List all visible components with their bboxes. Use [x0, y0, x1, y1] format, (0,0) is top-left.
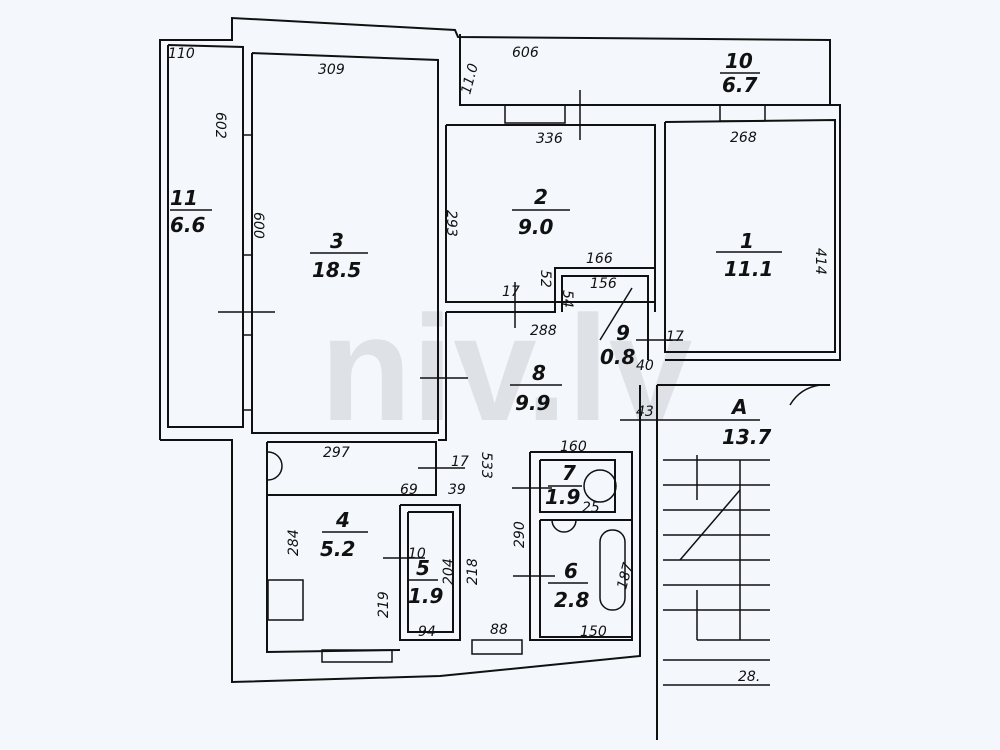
room-a-number: A [730, 395, 747, 419]
dimension-label: 606 [512, 45, 539, 61]
room-4-area: 5.2 [320, 537, 355, 561]
room-10-number: 10 [725, 49, 753, 73]
dimension-label: 204 [441, 558, 457, 585]
dimension-label: 54 [559, 290, 575, 308]
dimension-label: 336 [536, 131, 563, 147]
dimension-label: 25 [582, 500, 600, 516]
dimension-lines [218, 90, 700, 577]
room-1-number: 1 [740, 229, 754, 253]
dimension-label: 11.0 [458, 62, 482, 96]
dimension-label: 150 [580, 624, 607, 640]
dimension-labels: 110 309 606 11.0 336 268 602 600 293 414… [168, 45, 828, 685]
room-4-number: 4 [335, 508, 350, 532]
dimension-label: 290 [512, 521, 528, 548]
dimension-label: 309 [318, 62, 345, 78]
room-8-area: 9.9 [515, 391, 551, 415]
room-2-number: 2 [534, 185, 548, 209]
room-1-area: 11.1 [724, 257, 773, 281]
room-9-number: 9 [616, 321, 630, 345]
dimension-label: 69 [400, 482, 418, 498]
room-11-area: 6.6 [170, 213, 206, 237]
dimension-label: 218 [465, 558, 481, 585]
room-6-area: 2.8 [554, 588, 590, 612]
room-3-number: 3 [330, 229, 344, 253]
dimension-label: 414 [812, 248, 828, 275]
room-labels: 11 6.6 3 18.5 2 9.0 1 11.1 10 6.7 8 9.9 … [170, 49, 782, 612]
bathtub-icon [599, 529, 626, 611]
dimension-label: 533 [478, 452, 494, 479]
room-6-number: 6 [564, 559, 578, 583]
dimension-label: 293 [443, 210, 459, 237]
toilet-icon [583, 469, 617, 503]
stove-icon [267, 451, 283, 481]
dimension-label: 88 [490, 622, 508, 638]
dimension-label: 602 [212, 112, 228, 139]
dimension-label: 39 [448, 482, 466, 498]
dimension-label: 94 [418, 624, 436, 640]
dimension-label: 110 [168, 46, 195, 62]
room-2-area: 9.0 [518, 215, 554, 239]
dimension-label: 17 [451, 454, 469, 470]
dimension-label: 40 [636, 358, 654, 374]
dimension-label: 284 [286, 529, 302, 556]
dimension-label: 166 [586, 251, 613, 267]
dimension-label: 10 [408, 546, 426, 562]
sink-icon [267, 579, 304, 621]
dimension-label: 52 [537, 270, 553, 288]
dimension-label: 17 [666, 329, 684, 345]
room-5-area: 1.9 [408, 584, 444, 608]
room-7-number: 7 [562, 461, 576, 485]
dimension-label: 160 [560, 439, 587, 455]
dimension-label: 156 [590, 276, 617, 292]
room-a-area: 13.7 [722, 425, 771, 449]
room-7-area: 1.9 [545, 485, 581, 509]
dimension-label: 187 [614, 561, 636, 591]
windows [242, 104, 766, 663]
room-11-number: 11 [170, 186, 198, 210]
room-8-number: 8 [532, 361, 546, 385]
dimension-label: 219 [376, 591, 392, 618]
dimension-label: 297 [323, 445, 350, 461]
dimension-label: 17 [502, 284, 520, 300]
dimension-label: 43 [636, 404, 654, 420]
room-5-number: 5 [416, 556, 430, 580]
dimension-label: 28. [738, 669, 760, 685]
dimension-label: 268 [730, 130, 757, 146]
room-3-area: 18.5 [312, 258, 361, 282]
room-10-area: 6.7 [722, 73, 758, 97]
fixtures [267, 451, 626, 621]
dimension-label: 600 [250, 212, 266, 239]
dimension-label: 288 [530, 323, 557, 339]
room-9-area: 0.8 [600, 345, 636, 369]
bath-sink-icon [551, 519, 577, 533]
staircase [663, 384, 821, 686]
